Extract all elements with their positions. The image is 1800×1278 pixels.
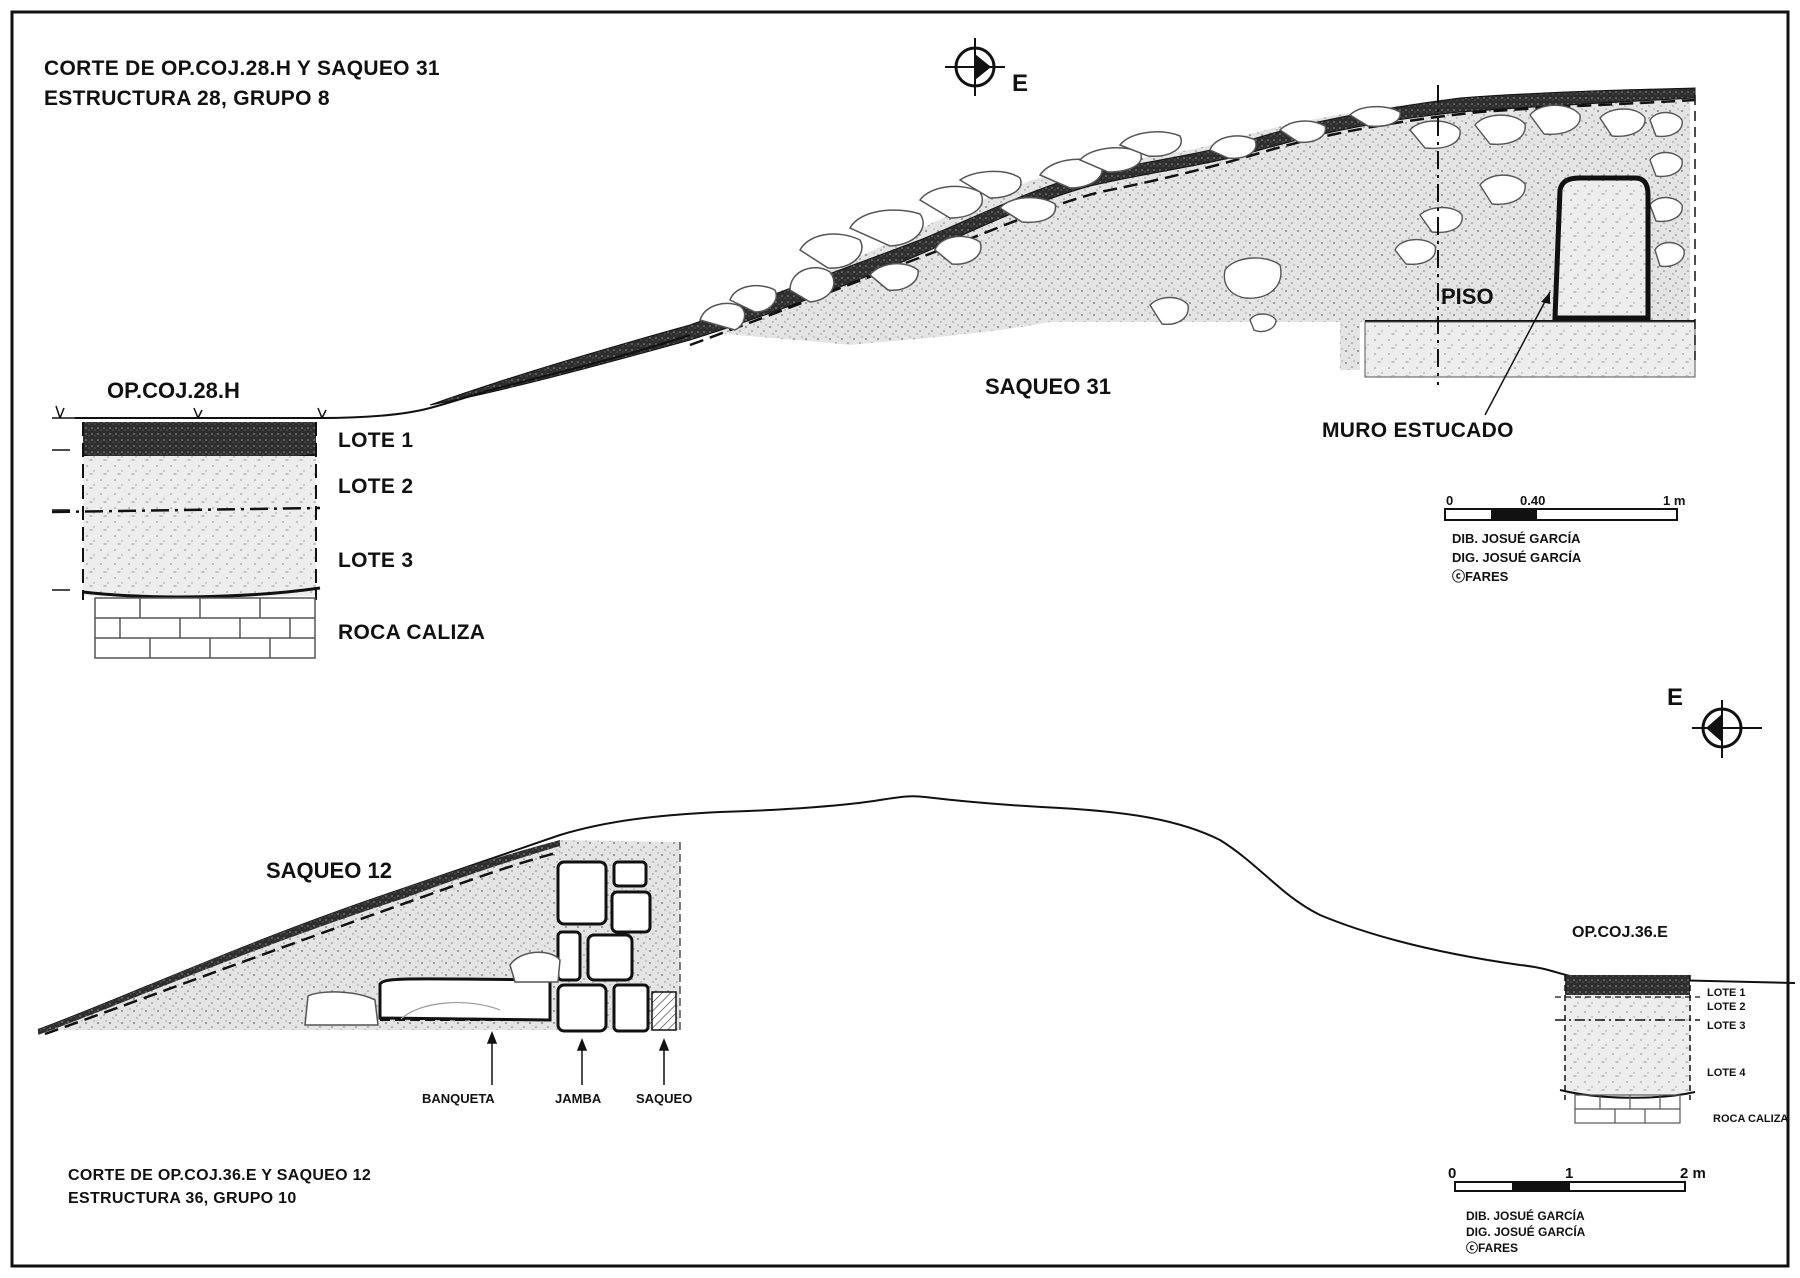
top-credit-drawing: DIB. JOSUÉ GARCÍA: [1452, 531, 1581, 546]
top-north-label: E: [1012, 70, 1029, 97]
top-scale-end: 1 m: [1663, 493, 1686, 508]
muro-estucado-label: MURO ESTUCADO: [1322, 419, 1514, 442]
banqueta-label: BANQUETA: [422, 1091, 495, 1106]
feature-arrows: [486, 1030, 670, 1085]
saqueo-12-label: SAQUEO 12: [266, 858, 392, 883]
top-scale-mid: 0.40: [1520, 493, 1546, 508]
ground-surface-top: [75, 334, 691, 419]
test-pit-36e: [1555, 975, 1700, 1124]
saqueo-hatch: [651, 991, 677, 1031]
north-arrow-bottom: [1692, 700, 1762, 758]
bottom-north-label: E: [1667, 684, 1684, 711]
pit-28h-roca-caliza: ROCA CALIZA: [338, 621, 486, 644]
stone-mid: [509, 951, 561, 983]
north-arrow-top: [945, 38, 1005, 96]
piso-label: PISO: [1441, 284, 1494, 309]
bottom-credit-drawing: DIB. JOSUÉ GARCÍA: [1466, 1209, 1585, 1223]
jamba-label: JAMBA: [555, 1091, 602, 1106]
stone-left: [304, 991, 379, 1026]
saqueo-31-fill: [690, 90, 1690, 370]
bottom-scale-end: 2 m: [1680, 1165, 1706, 1182]
saqueo-12-topsoil: [38, 840, 560, 1035]
stucco-wall: [1552, 175, 1651, 321]
bottom-credit-digital: DIG. JOSUÉ GARCÍA: [1466, 1225, 1586, 1239]
pit-28h-label: OP.COJ.28.H: [107, 378, 240, 403]
saqueo-31-label: SAQUEO 31: [985, 374, 1111, 399]
bottom-credit-fares: ⓒFARES: [1466, 1241, 1519, 1255]
top-title-line1: CORTE DE OP.COJ.28.H Y SAQUEO 31: [44, 57, 440, 80]
pit-28h-lote-2: LOTE 2: [338, 475, 414, 498]
pit-36e-label: OP.COJ.36.E: [1572, 924, 1668, 941]
pit-28h-lote-3: LOTE 3: [338, 549, 414, 572]
pit-36e-lote-3: LOTE 3: [1707, 1020, 1746, 1032]
bottom-scale-0: 0: [1448, 1165, 1457, 1182]
bottom-title-line1: CORTE DE OP.COJ.36.E Y SAQUEO 12: [68, 1167, 372, 1184]
pit-36e-roca-caliza: ROCA CALIZA: [1713, 1113, 1789, 1125]
frame-border: [10, 10, 1790, 1268]
jamba-masonry: [556, 860, 652, 1033]
top-scale-0: 0: [1446, 493, 1454, 508]
pit-36e-lote-2: LOTE 2: [1707, 1001, 1746, 1013]
test-pit-28h: [51, 405, 335, 659]
bottom-title-line2: ESTRUCTURA 36, GRUPO 10: [68, 1190, 297, 1207]
top-title-line2: ESTRUCTURA 28, GRUPO 8: [44, 87, 330, 110]
wall-leader-line: [1484, 291, 1551, 416]
pit-28h-lote-1: LOTE 1: [338, 429, 414, 452]
bottom-scale-mid: 1: [1565, 1165, 1574, 1182]
mound-profile: [37, 795, 1796, 1031]
saqueo-feature-label: SAQUEO: [636, 1091, 693, 1106]
scale-bar-bottom: [1454, 1181, 1686, 1192]
pit-36e-lote-4: LOTE 4: [1707, 1067, 1746, 1079]
pit-36e-lote-1: LOTE 1: [1707, 987, 1746, 999]
banqueta: [378, 977, 552, 1022]
scale-bar-top: [1444, 508, 1678, 521]
top-credit-digital: DIG. JOSUÉ GARCÍA: [1452, 550, 1582, 565]
top-credit-fares: ⓒFARES: [1452, 569, 1509, 584]
rubble-stones: [699, 106, 1401, 331]
